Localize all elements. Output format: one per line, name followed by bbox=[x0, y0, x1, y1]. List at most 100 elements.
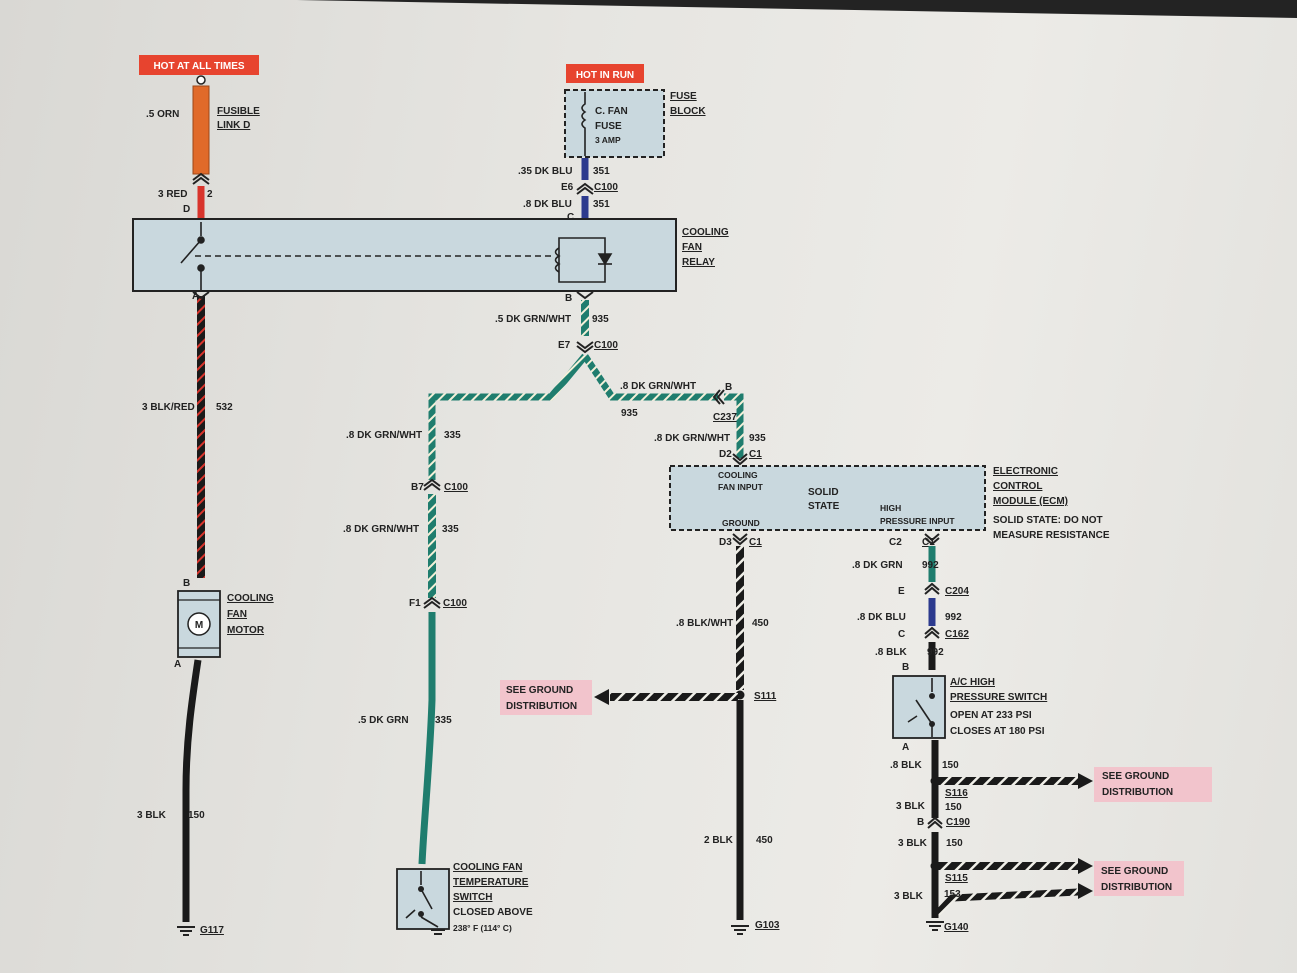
see-ground-distribution-callout-right-1: SEE GROUND DISTRIBUTION bbox=[1094, 767, 1212, 802]
c237-pin-b: B bbox=[725, 382, 732, 393]
ground-dashed-wire-s115 bbox=[938, 862, 1078, 870]
c162-conn: C162 bbox=[945, 629, 969, 640]
motor-name-3: MOTOR bbox=[227, 625, 265, 636]
electronic-control-module bbox=[669, 465, 986, 531]
cooling-fan-motor: M bbox=[177, 590, 221, 658]
wire-335-mid bbox=[428, 494, 436, 598]
wire-335-a-circuit: 335 bbox=[444, 430, 461, 441]
ecm-ground: GROUND bbox=[722, 518, 760, 528]
ecm-high-1: HIGH bbox=[880, 503, 901, 513]
fusible-link-wire-label: .5 ORN bbox=[146, 109, 179, 120]
splice-s116-label: S116 bbox=[945, 788, 968, 799]
ecm-name-1: ELECTRONIC bbox=[993, 466, 1058, 477]
ecm-note-1: SOLID STATE: DO NOT bbox=[993, 515, 1103, 526]
ecm-pin-d3: D3 bbox=[719, 537, 732, 548]
ac-switch-pin-a: A bbox=[902, 742, 909, 753]
wire-992-b-label: .8 DK BLU bbox=[857, 612, 906, 623]
ac-switch-spec-1: OPEN AT 233 PSI bbox=[950, 710, 1032, 721]
wire-992-b-circuit: 992 bbox=[945, 612, 962, 623]
ecm-pin-d2: D2 bbox=[719, 449, 732, 460]
motor-name-1: COOLING bbox=[227, 593, 274, 604]
wire-3-blk-red bbox=[197, 296, 205, 578]
wire-335-split bbox=[428, 353, 588, 480]
connector-chevron bbox=[192, 172, 210, 185]
wire-335-b-label: .8 DK GRN/WHT bbox=[343, 524, 419, 535]
wire-935-split bbox=[582, 354, 718, 401]
fusible-link-name-2: LINK D bbox=[217, 120, 250, 131]
ground-g103-label: G103 bbox=[755, 920, 780, 931]
wire-8-blk-wht bbox=[736, 546, 744, 690]
wire-150-left-circuit: 150 bbox=[188, 810, 205, 821]
ac-high-pressure-switch bbox=[892, 675, 946, 739]
svg-text:DISTRIBUTION: DISTRIBUTION bbox=[1101, 882, 1172, 893]
fuse-block-name-2: BLOCK bbox=[670, 106, 706, 117]
ecm-conn-c1-right: C1 bbox=[922, 537, 935, 548]
c100-e6-pin: E6 bbox=[561, 182, 574, 193]
relay-pin-c: C bbox=[567, 212, 574, 223]
temp-switch-spec-2: 238° F (114° C) bbox=[453, 923, 512, 933]
wire-150-r3-circuit: 150 bbox=[946, 838, 963, 849]
wire-335-c-label: .5 DK GRN bbox=[358, 715, 409, 726]
temp-switch-spec-1: CLOSED ABOVE bbox=[453, 907, 533, 918]
connector-chevron bbox=[423, 478, 441, 491]
cooling-fan-relay-box bbox=[132, 218, 677, 292]
motor-pin-a: A bbox=[174, 659, 181, 670]
temp-switch-name-1: COOLING FAN bbox=[453, 862, 522, 873]
ground-dashed-wire-s116 bbox=[938, 777, 1078, 785]
svg-text:HOT IN RUN: HOT IN RUN bbox=[576, 70, 634, 81]
temp-switch-name-2: TEMPERATURE bbox=[453, 877, 529, 888]
splice-s111-label: S111 bbox=[754, 691, 777, 702]
ground-g140-icon bbox=[926, 921, 944, 931]
ground-g117-label: G117 bbox=[200, 925, 224, 936]
wire-153-circuit: 153 bbox=[944, 889, 961, 900]
connector-chevron bbox=[732, 533, 748, 546]
connector-chevron bbox=[423, 596, 441, 609]
hot-at-all-times-callout: HOT AT ALL TIMES bbox=[139, 55, 259, 75]
wire-150-r2-label: 3 BLK bbox=[896, 801, 926, 812]
fuse-block-name-1: FUSE bbox=[670, 91, 697, 102]
wire-992-a-circuit: 992 bbox=[922, 560, 939, 571]
ground-g117-icon bbox=[177, 926, 195, 936]
see-ground-distribution-callout-right-2: SEE GROUND DISTRIBUTION bbox=[1094, 861, 1184, 896]
relay-switch-icon bbox=[180, 222, 555, 290]
c190-pin: B bbox=[917, 817, 924, 828]
fuse-label-3: 3 AMP bbox=[595, 135, 621, 145]
splice-s116-circuit: 150 bbox=[945, 802, 962, 813]
wire-450-b-label: 2 BLK bbox=[704, 835, 734, 846]
wire-450-a-circuit: 450 bbox=[752, 618, 769, 629]
ground-arrow-s116 bbox=[1078, 773, 1093, 789]
wire-935-to-ecm bbox=[724, 393, 744, 458]
temp-switch-name-3: SWITCH bbox=[453, 892, 492, 903]
c100-b7-conn: C100 bbox=[444, 482, 468, 493]
ecm-pin-c2: C2 bbox=[889, 537, 902, 548]
wire-935-c-circuit: 935 bbox=[749, 433, 766, 444]
connector-chevron bbox=[192, 291, 594, 300]
ecm-name-3: MODULE (ECM) bbox=[993, 496, 1068, 507]
ecm-high-2: PRESSURE INPUT bbox=[880, 516, 955, 526]
svg-text:HOT AT ALL TIMES: HOT AT ALL TIMES bbox=[153, 61, 244, 72]
wire-351-top-circuit: 351 bbox=[593, 166, 610, 177]
wire-335-c-circuit: 335 bbox=[435, 715, 452, 726]
svg-text:SEE GROUND: SEE GROUND bbox=[1102, 771, 1169, 782]
page-corner-shadow bbox=[297, 0, 1297, 18]
wire-150-r1-label: .8 BLK bbox=[890, 760, 922, 771]
terminal-circle bbox=[196, 75, 206, 85]
see-ground-distribution-callout-left: SEE GROUND DISTRIBUTION bbox=[500, 680, 592, 715]
connector-chevron bbox=[576, 341, 594, 354]
wire-992-c-circuit: 992 bbox=[927, 647, 944, 658]
connector-chevron bbox=[576, 182, 594, 195]
fuse-label-2: FUSE bbox=[595, 121, 622, 132]
svg-text:DISTRIBUTION: DISTRIBUTION bbox=[506, 701, 577, 712]
wire-935-a-label: .5 DK GRN/WHT bbox=[495, 314, 571, 325]
fuse-label-1: C. FAN bbox=[595, 106, 628, 117]
wire-351-bot-label: .8 DK BLU bbox=[523, 199, 572, 210]
connector-chevron bbox=[732, 453, 748, 466]
svg-text:SEE GROUND: SEE GROUND bbox=[506, 685, 573, 696]
hot-in-run-callout: HOT IN RUN bbox=[566, 64, 644, 83]
ecm-fan-input-1: COOLING bbox=[718, 470, 758, 480]
ecm-conn-c1-top: C1 bbox=[749, 449, 762, 460]
wire-335-a-label: .8 DK GRN/WHT bbox=[346, 430, 422, 441]
c204-conn: C204 bbox=[945, 586, 969, 597]
